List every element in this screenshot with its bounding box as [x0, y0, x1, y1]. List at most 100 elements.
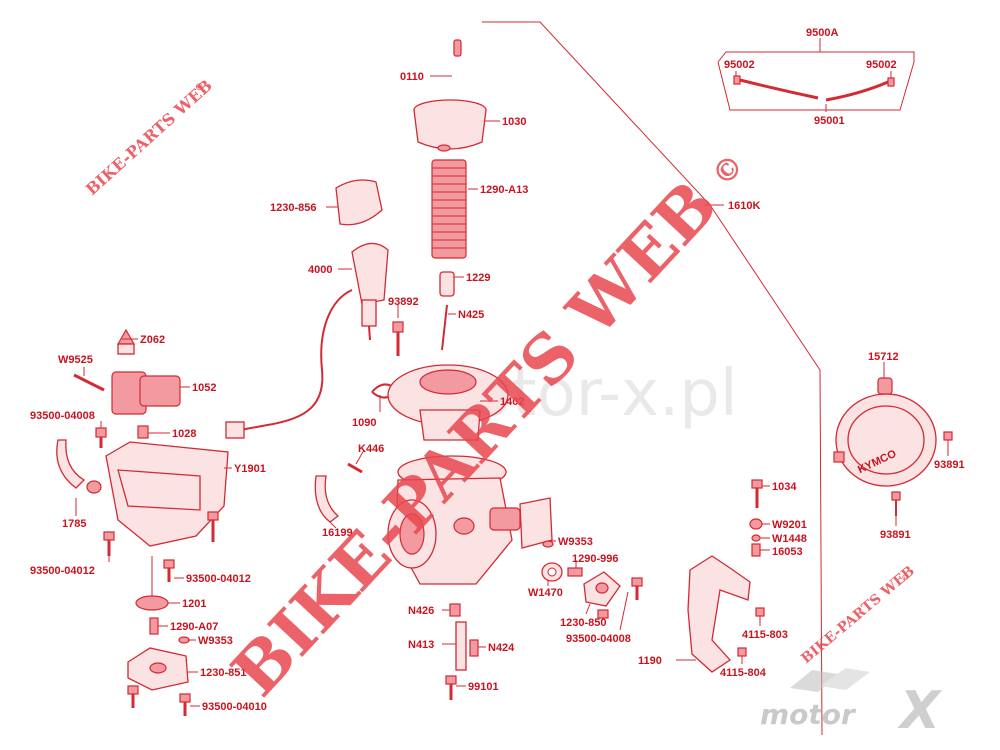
watermark-big-text: BIKE-PARTS WEB	[217, 166, 733, 711]
float-bowl-y1901	[86, 441, 229, 547]
float-1052	[111, 371, 181, 415]
label-95002a: 95002	[724, 59, 755, 71]
label-1230-856: 1230-856	[270, 202, 317, 214]
oring-w1470	[541, 562, 563, 582]
watermark-small-right: BIKE-PARTS WEB ©	[798, 563, 918, 667]
needle-holder-1229	[439, 271, 455, 297]
label-4115-803: 4115-803	[742, 629, 788, 641]
jet-n424	[469, 639, 479, 657]
label-93891a: 93891	[934, 459, 965, 471]
label-k446: K446	[358, 443, 384, 455]
watermark-small-top-text: BIKE-PARTS WEB	[82, 76, 216, 199]
label-1290-996: 1290-996	[572, 553, 619, 565]
label-1052: 1052	[192, 382, 216, 394]
label-w1470: W1470	[528, 587, 563, 599]
label-93500-04012a: 93500-04012	[30, 565, 95, 577]
label-y1901: Y1901	[234, 463, 266, 475]
label-w1448: W1448	[772, 533, 807, 545]
label-1610k: 1610K	[728, 200, 760, 212]
label-93500-04008b: 93500-04008	[566, 633, 631, 645]
label-1034: 1034	[772, 481, 797, 493]
label-w9525: W9525	[58, 354, 93, 366]
watermark-small-top: BIKE-PARTS WEB ©	[82, 76, 216, 199]
screw-93892	[392, 321, 404, 356]
carburetor-body	[387, 455, 553, 585]
washer-w9353a	[178, 636, 190, 644]
label-n425: N425	[458, 309, 484, 321]
spring-16053	[751, 543, 761, 557]
jet-n426	[449, 603, 461, 617]
label-1230-851: 1230-851	[200, 667, 247, 679]
label-9500a: 9500A	[806, 27, 838, 39]
jet-n413	[455, 621, 467, 671]
label-16053: 16053	[772, 546, 803, 558]
label-1402: 1402	[500, 396, 524, 408]
label-1229: 1229	[466, 272, 490, 284]
drain-tube-1785	[56, 439, 86, 489]
label-93891b: 93891	[880, 529, 911, 541]
label-1201: 1201	[182, 598, 206, 610]
label-w9201: W9201	[772, 519, 807, 531]
label-0110: 0110	[400, 71, 424, 83]
screw-99101	[445, 675, 457, 700]
label-n426: N426	[408, 605, 434, 617]
leader-lines	[75, 38, 949, 707]
label-93500-04010: 93500-04010	[202, 701, 267, 713]
label-15712: 15712	[868, 351, 899, 363]
label-99101: 99101	[468, 681, 499, 693]
label-93500-04012b: 93500-04012	[186, 573, 251, 585]
part-labels: 0110 1030 1290-A13 1229 N425 1230-856 40…	[30, 27, 965, 713]
label-1030: 1030	[502, 116, 526, 128]
screw-93891a	[943, 431, 953, 441]
label-1290-a13: 1290-A13	[480, 184, 528, 196]
screw-k446	[347, 462, 363, 474]
label-16199: 16199	[322, 527, 353, 539]
pin-w9525	[73, 373, 105, 392]
label-1785: 1785	[62, 518, 86, 530]
label-95002b: 95002	[866, 59, 897, 71]
auto-choke-4000	[225, 242, 389, 439]
label-1090: 1090	[352, 417, 376, 429]
label-1028: 1028	[172, 428, 196, 440]
screw-93500-04010a	[127, 685, 139, 708]
screw-93500-04012a	[103, 531, 115, 556]
washer-w9353b	[542, 540, 554, 548]
clip-0110	[453, 39, 462, 57]
filter-15712: KYMCO	[833, 377, 937, 487]
motor-x-logo: motor X	[760, 668, 943, 741]
needle-n425	[441, 304, 448, 351]
diaphragm-1402	[387, 364, 509, 441]
cover-1230-850	[583, 571, 621, 607]
cap-1030	[413, 99, 487, 152]
label-1230-850: 1230-850	[560, 617, 607, 629]
label-n413: N413	[408, 639, 434, 651]
screw-93891b	[891, 491, 901, 516]
label-z062: Z062	[140, 334, 165, 346]
spring-1290-a13	[431, 159, 467, 259]
label-n424: N424	[488, 642, 515, 654]
label-4000: 4000	[308, 264, 332, 276]
label-95001: 95001	[814, 115, 845, 127]
washer-w9201	[749, 518, 763, 530]
diaphragm-1201	[135, 556, 169, 611]
screw-4115-803	[755, 607, 765, 617]
label-w9353a: W9353	[198, 635, 233, 647]
screw-4115-804	[737, 647, 747, 657]
spring-1290-996	[567, 567, 583, 577]
bolt-1034	[751, 479, 763, 508]
label-4115-804: 4115-804	[720, 667, 767, 679]
label-1190: 1190	[638, 655, 662, 667]
screw-93500-04008b	[597, 577, 643, 619]
cover-1230-851	[127, 647, 189, 691]
label-1290-a07: 1290-A07	[170, 621, 218, 633]
label-93892: 93892	[388, 296, 419, 308]
screw-93500-04010b	[179, 693, 191, 716]
label-w9353b: W9353	[558, 536, 593, 548]
logo-motor-text: motor	[760, 698, 857, 731]
logo-x-text: X	[897, 681, 943, 741]
washer-w1448	[751, 534, 761, 542]
screw-93500-04008a	[95, 427, 107, 448]
bracket-1190	[687, 555, 751, 673]
